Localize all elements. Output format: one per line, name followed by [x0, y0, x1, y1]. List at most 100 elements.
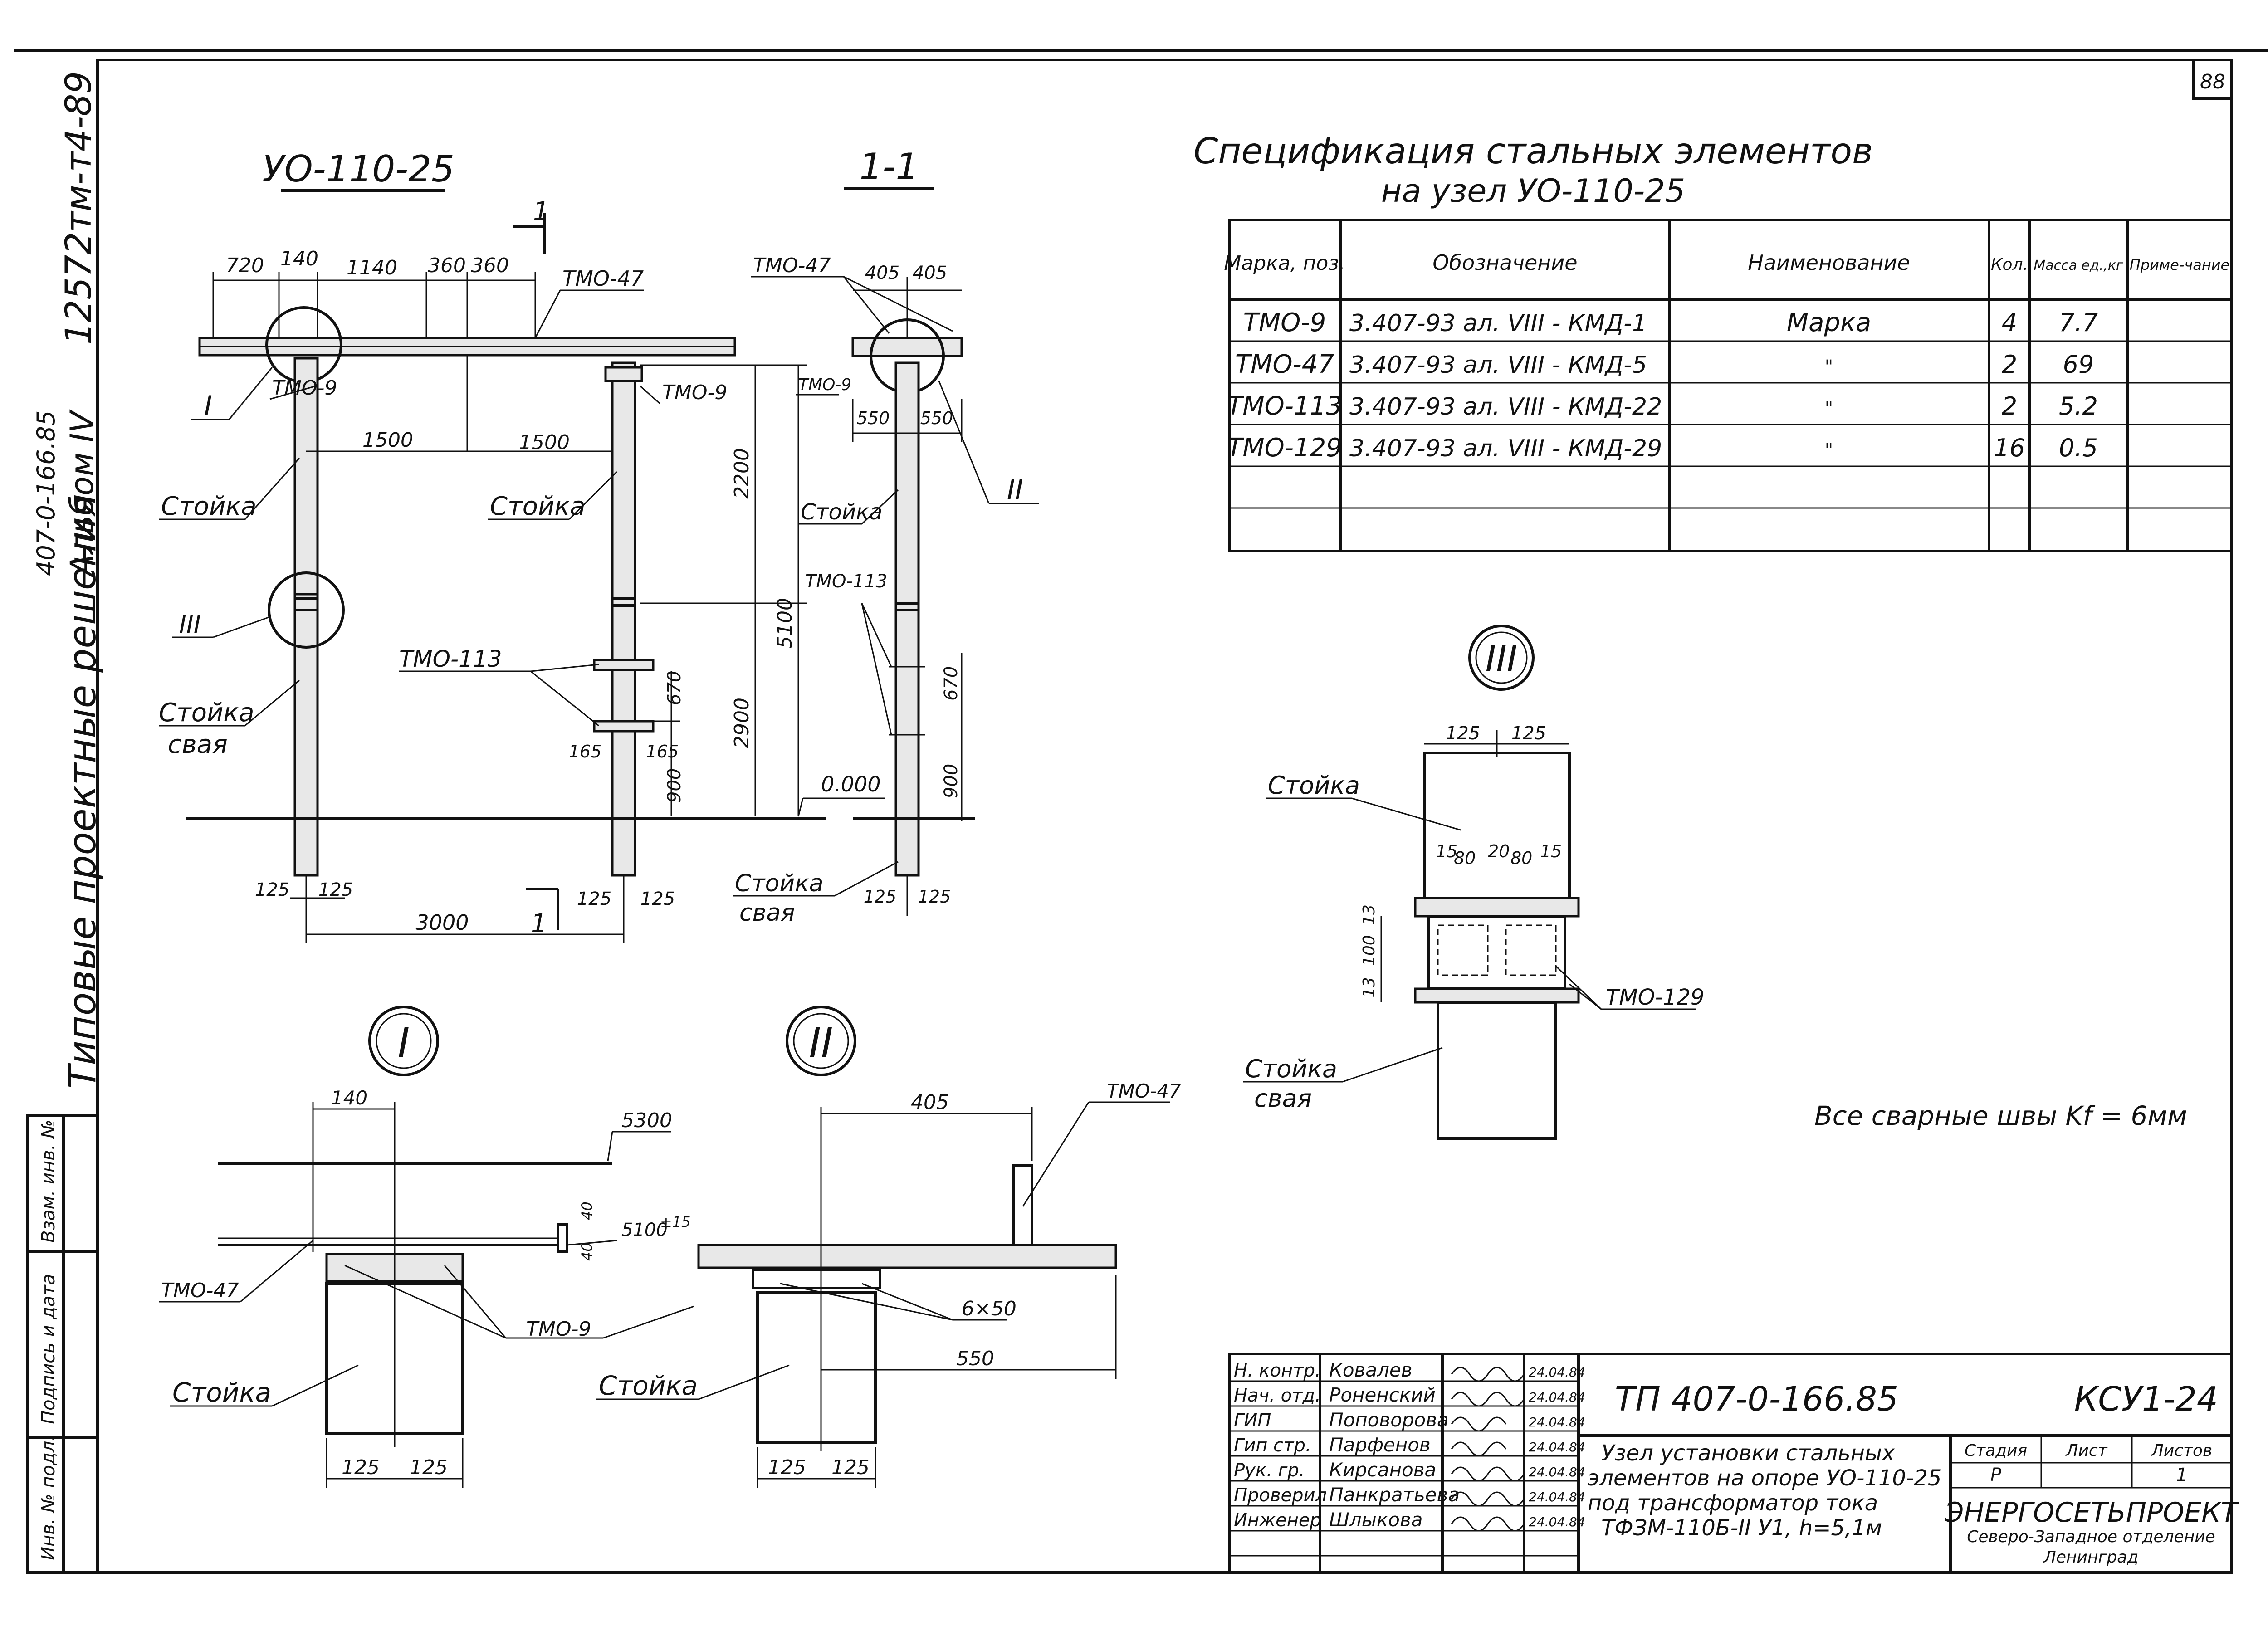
- node3-dim-13b: 13: [1360, 977, 1378, 998]
- tb-org-sub2: Ленинград: [2043, 1548, 2138, 1567]
- spec-r3-name: ": [1825, 398, 1833, 419]
- tb-role-5: Рук. гр.: [1234, 1460, 1305, 1481]
- tb-name-1: Ковалев: [1329, 1359, 1412, 1381]
- album-label: Альбом IV: [64, 409, 101, 578]
- tb-sheet-code: КСУ1-24: [2074, 1380, 2218, 1419]
- spec-r2-qty: 2: [2002, 350, 2017, 379]
- dim-2900: 2900: [730, 698, 753, 748]
- dim-1140: 1140: [347, 256, 397, 279]
- section-mark-bottom: 1: [531, 909, 547, 938]
- sec-dim-550a: 550: [857, 408, 890, 428]
- node3-callout-circle: [268, 571, 345, 649]
- node1-number: I: [398, 1019, 410, 1067]
- spec-r1-mass: 7.7: [2059, 308, 2098, 337]
- node1-dim-125b: 125: [410, 1456, 448, 1479]
- spec-title-2: на узел УО-110-25: [1381, 172, 1686, 210]
- dim-1500a: 1500: [362, 429, 413, 452]
- node2-beam: [697, 1244, 1117, 1269]
- node2-dim-405: 405: [911, 1091, 949, 1114]
- label-node1: I: [204, 390, 212, 422]
- node3-label-stoyka-svaya: Стойка: [1245, 1055, 1337, 1083]
- spec-head-designation: Обозначение: [1432, 250, 1577, 275]
- level-0000: 0.000: [821, 772, 881, 796]
- sec-label-tmo47: ТМО-47: [753, 254, 831, 277]
- right-column: [611, 361, 636, 877]
- node1-dim-125a: 125: [342, 1456, 380, 1479]
- node1-label-tmo47: ТМО-47: [161, 1279, 239, 1302]
- node1-dim-40a: 40: [578, 1201, 596, 1220]
- node3-label-tmo129: ТМО-129: [1606, 985, 1704, 1010]
- spec-r1-name: Марка: [1787, 308, 1871, 337]
- clamp-tmo113-lower: [593, 720, 655, 733]
- node3-number: III: [1486, 638, 1518, 680]
- dim-5100: 5100: [773, 598, 797, 649]
- sec-label-stoyka-svaya: Стойка: [735, 870, 823, 897]
- tb-role-7: Инженер: [1234, 1510, 1321, 1531]
- node3-dim-20: 20: [1488, 841, 1510, 861]
- tb-name-5: Кирсанова: [1329, 1459, 1436, 1481]
- sec-dim-125b: 125: [918, 887, 951, 907]
- tb-date-1: 24.04.84: [1529, 1365, 1585, 1380]
- tb-date-2: 24.04.84: [1529, 1390, 1585, 1405]
- sec-dim-550b: 550: [920, 408, 953, 428]
- tb-doc-code: ТП 407-0-166.85: [1615, 1380, 1898, 1419]
- node3-label-svaya: свая: [1254, 1084, 1312, 1113]
- tb-role-1: Н. контр.: [1234, 1360, 1321, 1381]
- archive-number: 12572тм-т4-89: [59, 71, 99, 345]
- tb-date-7: 24.04.84: [1529, 1514, 1585, 1529]
- node2-label-weld: 6×50: [962, 1297, 1017, 1320]
- spec-r4-mass: 0.5: [2059, 434, 2098, 462]
- tb-sheets-head: Листов: [2151, 1441, 2212, 1460]
- tb-org: ЭНЕРГОСЕТЬПРОЕКТ: [1944, 1497, 2239, 1529]
- dim-360a: 360: [428, 254, 466, 277]
- dim-360b: 360: [471, 254, 509, 277]
- spec-r4-designation: 3.407-93 ал. VIII - КМД-29: [1349, 435, 1662, 462]
- node2-detail: II 405 550 125 125 ТМО-47 6×50 Стойка: [596, 1006, 1181, 1488]
- tb-sheet-head: Лист: [2065, 1441, 2107, 1460]
- spec-head-name: Наименование: [1748, 250, 1910, 275]
- node1-dim-5100: 5100: [621, 1220, 668, 1240]
- label-stoyka-svaya: Стойка: [159, 698, 254, 728]
- node3-dim-125b: 125: [1511, 723, 1546, 744]
- left-column-pile: [293, 593, 319, 877]
- tb-date-6: 24.04.84: [1529, 1489, 1585, 1504]
- dim-1500b: 1500: [519, 431, 570, 454]
- node1-label-tmo9: ТМО-9: [526, 1318, 591, 1341]
- signature-3: [1451, 1416, 1507, 1432]
- tb-stage-value: Р: [1990, 1465, 2002, 1485]
- signature-2: [1451, 1392, 1525, 1407]
- left-margin: Типовые проектные решения 407-0-166.85 А…: [32, 71, 104, 1089]
- spec-head-qty: Кол.: [1991, 255, 2028, 274]
- signature-5: [1451, 1466, 1525, 1482]
- tb-name-3: Поповорова: [1329, 1409, 1449, 1431]
- label-svaya: свая: [168, 730, 228, 759]
- sec-label-stoyka: Стойка: [801, 499, 882, 525]
- spec-r4-name: ": [1825, 440, 1833, 461]
- node1-dim-5300: 5300: [621, 1109, 672, 1132]
- node2-tmo47: [1012, 1164, 1033, 1246]
- label-tmo47: ТМО-47: [562, 266, 644, 291]
- node2-number: II: [809, 1019, 833, 1067]
- sec-label-tmo9: ТМО-9: [798, 376, 851, 394]
- label-tmo9-right: ТМО-9: [662, 381, 727, 404]
- tb-stage-head: Стадия: [1965, 1441, 2027, 1460]
- dim-125a: 125: [255, 879, 289, 900]
- node1-label-stoyka: Стойка: [172, 1377, 271, 1408]
- clamp-tmo113-upper: [593, 659, 655, 671]
- label-stoyka-right: Стойка: [490, 492, 586, 521]
- sheet-frame: [14, 49, 2268, 1574]
- spec-r3-mass: 5.2: [2059, 392, 2098, 420]
- node3-dim-125a: 125: [1446, 723, 1480, 744]
- node3-pile: [1437, 1001, 1557, 1140]
- node2-dim-125b: 125: [831, 1456, 870, 1479]
- sec-dim-125a: 125: [864, 887, 897, 907]
- tb-role-3: ГИП: [1234, 1410, 1271, 1431]
- tb-role-2: Нач. отд.: [1234, 1385, 1321, 1406]
- sec-dim-670: 670: [941, 666, 962, 701]
- tb-name-2: Роненский: [1329, 1384, 1436, 1406]
- node3-dim-15a: 15: [1436, 841, 1457, 861]
- node3-dim-13a: 13: [1360, 904, 1378, 925]
- stamp-replace: Взам. инв. №: [38, 1119, 59, 1243]
- tb-role-6: Проверил: [1234, 1485, 1327, 1506]
